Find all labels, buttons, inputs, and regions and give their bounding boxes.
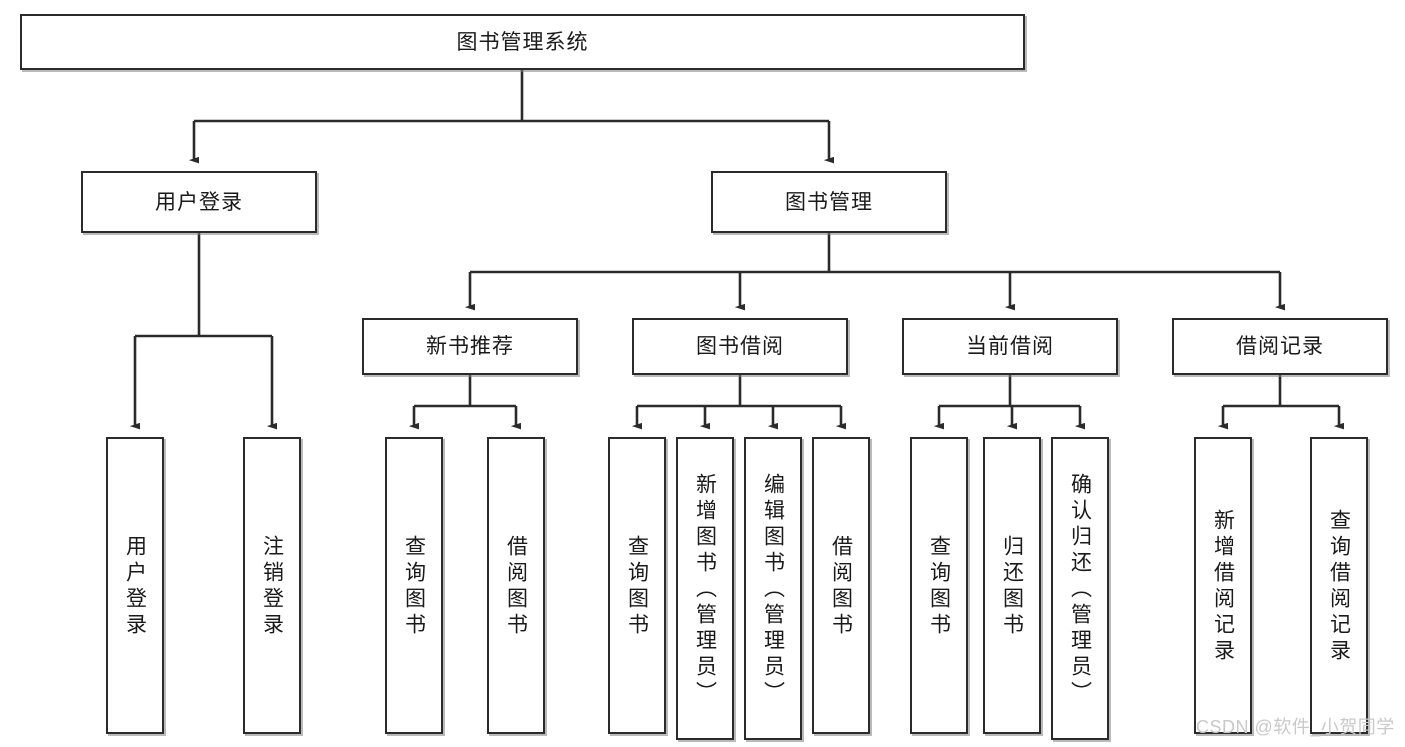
- node-book-borrow[interactable]: 图书借阅: [632, 318, 848, 375]
- node-user-login[interactable]: 用户登录: [81, 171, 317, 233]
- node-label: 注销登录: [260, 534, 284, 639]
- node-leaf-query-book-3[interactable]: 查询图书: [910, 437, 968, 734]
- node-label: 确认归还（管理员）: [1068, 472, 1092, 707]
- node-label: 新增图书（管理员）: [693, 472, 717, 707]
- node-leaf-query-book-1[interactable]: 查询图书: [385, 437, 443, 734]
- node-borrow-record[interactable]: 借阅记录: [1172, 318, 1388, 375]
- node-label: 借阅图书: [504, 534, 528, 639]
- node-new-book-recommend[interactable]: 新书推荐: [362, 318, 578, 375]
- node-label: 查询图书: [927, 534, 951, 639]
- node-label: 查询图书: [402, 534, 426, 639]
- node-leaf-user-login[interactable]: 用户登录: [106, 437, 164, 734]
- node-leaf-return-book[interactable]: 归还图书: [983, 437, 1041, 734]
- node-leaf-confirm-return[interactable]: 确认归还（管理员）: [1051, 437, 1109, 740]
- node-label: 编辑图书（管理员）: [761, 472, 785, 707]
- node-label: 用户登录: [123, 534, 147, 639]
- node-label: 查询借阅记录: [1327, 508, 1351, 665]
- node-book-manage[interactable]: 图书管理: [711, 171, 947, 233]
- node-label: 新增借阅记录: [1211, 508, 1235, 665]
- node-leaf-query-record[interactable]: 查询借阅记录: [1310, 437, 1368, 734]
- node-current-borrow[interactable]: 当前借阅: [902, 318, 1118, 375]
- node-leaf-edit-book[interactable]: 编辑图书（管理员）: [744, 437, 802, 740]
- node-label: 查询图书: [625, 534, 649, 639]
- node-label: 借阅图书: [829, 534, 853, 639]
- node-leaf-query-book-2[interactable]: 查询图书: [608, 437, 666, 734]
- node-leaf-user-logout[interactable]: 注销登录: [243, 437, 301, 734]
- node-leaf-add-record[interactable]: 新增借阅记录: [1194, 437, 1252, 734]
- node-label: 借阅记录: [1236, 335, 1324, 358]
- node-label: 新书推荐: [426, 335, 514, 358]
- node-label: 图书管理: [785, 190, 873, 214]
- node-label: 归还图书: [1000, 534, 1024, 639]
- node-leaf-borrow-book-1[interactable]: 借阅图书: [487, 437, 545, 734]
- node-label: 图书借阅: [696, 335, 784, 358]
- node-leaf-borrow-book-2[interactable]: 借阅图书: [812, 437, 870, 734]
- node-leaf-add-book[interactable]: 新增图书（管理员）: [676, 437, 734, 740]
- node-label: 用户登录: [155, 190, 243, 214]
- node-label: 图书管理系统: [456, 30, 589, 54]
- node-label: 当前借阅: [966, 335, 1054, 358]
- node-root-system[interactable]: 图书管理系统: [20, 14, 1025, 70]
